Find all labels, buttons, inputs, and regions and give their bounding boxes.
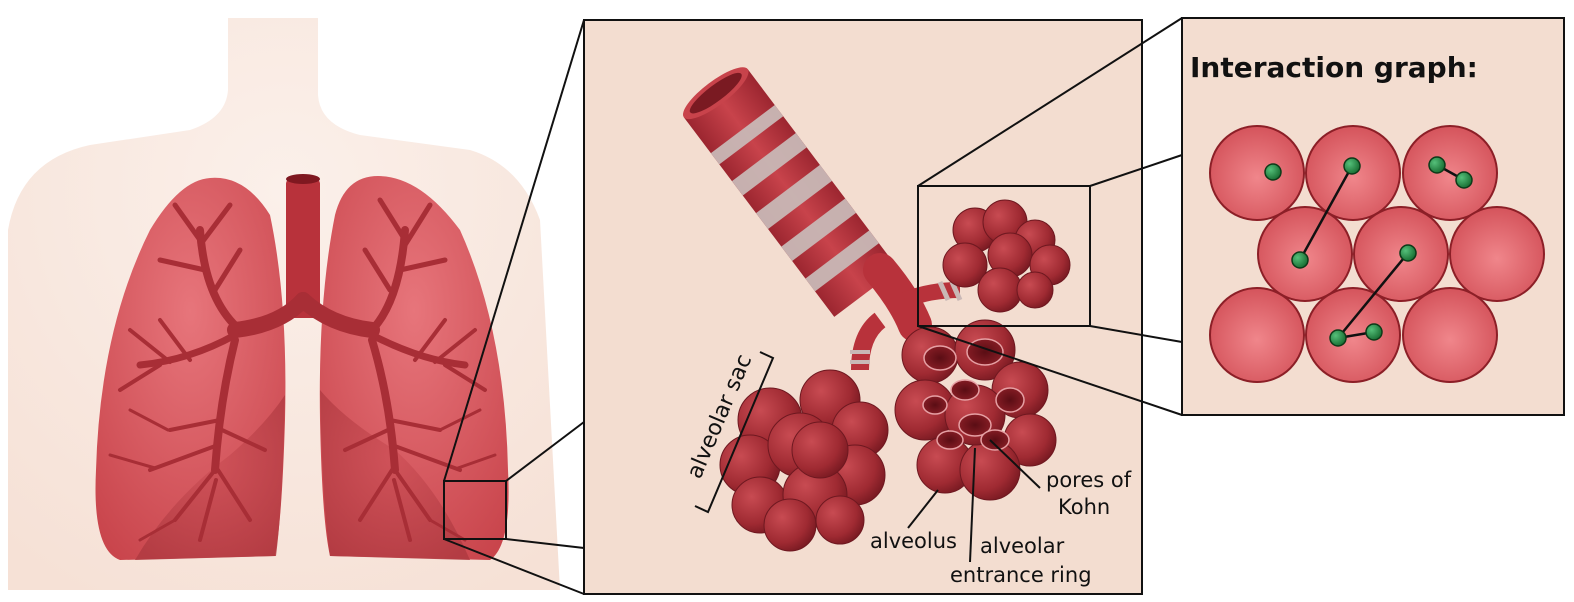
graph-node: [1399, 244, 1417, 262]
ring-label-line1: alveolar: [980, 534, 1065, 558]
alveolar-openings: [922, 338, 1025, 451]
interaction-graph-title: Interaction graph:: [1190, 51, 1478, 84]
zoom-connectors-2: [917, 17, 1183, 416]
graph-edge: [1337, 252, 1409, 339]
bronchiole-illustration: [683, 67, 963, 371]
alveolus-label: alveolus: [870, 529, 957, 553]
zoom-box-lung: [443, 480, 507, 540]
right-lower-lobe: [320, 390, 470, 560]
trachea: [286, 178, 320, 318]
bronchial-tree: [108, 197, 497, 542]
cell: [1209, 287, 1305, 383]
zoom-connectors-1: [443, 19, 585, 595]
graph-node: [1291, 251, 1309, 269]
alveolar-sac-cluster: [719, 369, 889, 552]
alveolar-sac-bracket: [694, 351, 775, 514]
interaction-graph-panel: Interaction graph:: [1181, 17, 1565, 416]
alveolar-cluster-illustration: [894, 319, 1057, 501]
graph-node: [1343, 157, 1361, 175]
graph-nodes: [1264, 156, 1473, 347]
cell: [1402, 287, 1498, 383]
bronchiole-panel: alveolar sac pores of Kohn alveolus alve…: [583, 19, 1143, 595]
graph-node: [1264, 163, 1282, 181]
label-pointers: [907, 439, 1041, 563]
graph-node: [1329, 329, 1347, 347]
zoom-box-cluster: [917, 185, 1091, 327]
alveolar-cells: [1209, 125, 1545, 383]
cell: [1209, 125, 1305, 221]
ring-label-line2: entrance ring: [950, 563, 1092, 587]
cell: [1449, 206, 1545, 302]
alveolar-cluster-small: [942, 199, 1071, 313]
graph-node: [1455, 171, 1473, 189]
torso-with-lungs-illustration: [8, 18, 560, 590]
pores-label-line2: Kohn: [1058, 495, 1110, 519]
pores-label-line1: pores of: [1046, 468, 1132, 492]
graph-node: [1428, 156, 1446, 174]
graph-edge: [1298, 165, 1354, 261]
graph-node: [1365, 323, 1383, 341]
